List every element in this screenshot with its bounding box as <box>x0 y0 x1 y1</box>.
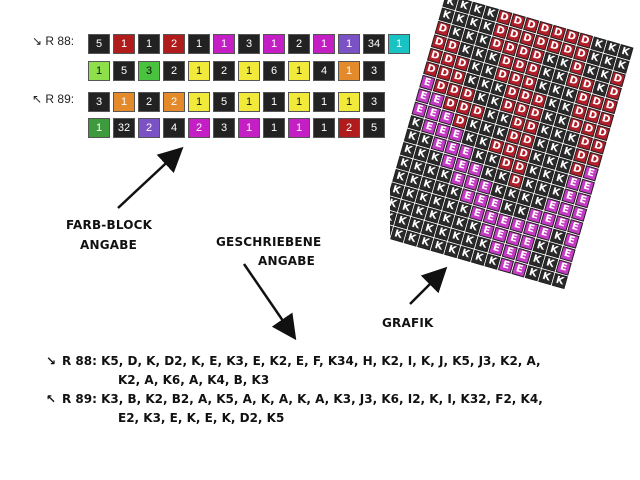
arrow-down-right-icon: ↘ <box>46 354 57 368</box>
callout-geschriebene: GESCHRIEBENE <box>216 235 322 249</box>
r89-top-block-10: 1 <box>313 92 335 112</box>
arrow-up-left-icon: ↖ <box>46 392 57 406</box>
r88-bottom-block-1: 1 <box>88 61 110 81</box>
r89-bottom-block-11: 2 <box>338 118 360 138</box>
r89-bottom-block-4: 4 <box>163 118 185 138</box>
arrow-to-blocks <box>117 146 184 209</box>
r88-bottom-block-10: 4 <box>313 61 335 81</box>
arrow-up-left-icon: ↖ <box>32 92 43 106</box>
r88-top-block-6: 1 <box>213 34 235 54</box>
r88-bottom-block-6: 2 <box>213 61 235 81</box>
r89-bottom-block-8: 1 <box>263 118 285 138</box>
arrow-down-right-icon: ↘ <box>32 34 43 48</box>
r89-top-block-7: 1 <box>238 92 260 112</box>
written-r88-line1: ↘ R 88: K5, D, K, D2, K, E, K3, E, K2, E… <box>46 352 543 371</box>
r89-top-block-4: 2 <box>163 92 185 112</box>
arrow-to-written <box>242 263 297 341</box>
r89-bottom-block-5: 2 <box>188 118 210 138</box>
r88-bottom-block-11: 1 <box>338 61 360 81</box>
r89-top-block-11: 1 <box>338 92 360 112</box>
r88-top-block-11: 1 <box>338 34 360 54</box>
r89-bottom-block-2: 32 <box>113 118 135 138</box>
r88-top-block-10: 1 <box>313 34 335 54</box>
r88-top-block-2: 1 <box>113 34 135 54</box>
r89-bottom-block-9: 1 <box>288 118 310 138</box>
arrow-to-grafik <box>409 266 448 305</box>
r88-top-block-3: 1 <box>138 34 160 54</box>
r88-top-block-5: 1 <box>188 34 210 54</box>
callout-geschriebene-line2: ANGABE <box>258 254 316 268</box>
r89-top-block-6: 5 <box>213 92 235 112</box>
r88-bottom-block-12: 3 <box>363 61 385 81</box>
callout-grafik: GRAFIK <box>382 316 434 330</box>
r89-top-block-8: 1 <box>263 92 285 112</box>
r88-top-block-8: 1 <box>263 34 285 54</box>
r89-bottom-block-6: 3 <box>213 118 235 138</box>
r89-top-block-5: 1 <box>188 92 210 112</box>
r88-top-block-9: 2 <box>288 34 310 54</box>
row-88-label: ↘ R 88: <box>32 34 75 48</box>
r88-bottom-block-9: 1 <box>288 61 310 81</box>
r88-bottom-block-3: 3 <box>138 61 160 81</box>
r88-top-block-4: 2 <box>163 34 185 54</box>
written-r89-line1: ↖ R 89: K3, B, K2, B2, A, K5, A, K, A, K… <box>46 390 543 409</box>
r89-bottom-block-7: 1 <box>238 118 260 138</box>
r89-top-block-3: 2 <box>138 92 160 112</box>
r88-bottom-block-4: 2 <box>163 61 185 81</box>
written-instructions: ↘ R 88: K5, D, K, D2, K, E, K3, E, K2, E… <box>46 352 543 428</box>
r89-top-block-1: 3 <box>88 92 110 112</box>
r88-top-block-1: 5 <box>88 34 110 54</box>
r89-bottom-block-1: 1 <box>88 118 110 138</box>
r89-bottom-block-10: 1 <box>313 118 335 138</box>
r89-top-block-9: 1 <box>288 92 310 112</box>
r88-bottom-block-7: 1 <box>238 61 260 81</box>
callout-farb-block-line2: ANGABE <box>80 238 138 252</box>
callout-farb-block: FARB-BLOCK <box>66 218 153 232</box>
written-r89-line2: E2, K3, E, K, E, K, D2, K5 <box>118 411 285 425</box>
written-r88-line2: K2, A, K6, A, K4, B, K3 <box>118 373 270 387</box>
r89-top-block-12: 3 <box>363 92 385 112</box>
r88-top-block-7: 3 <box>238 34 260 54</box>
row-89-label: ↖ R 89: <box>32 92 75 106</box>
r89-top-block-2: 1 <box>113 92 135 112</box>
r88-top-block-12: 34 <box>363 34 385 54</box>
r88-bottom-block-8: 6 <box>263 61 285 81</box>
r89-bottom-block-3: 2 <box>138 118 160 138</box>
r88-top-block-13: 1 <box>388 34 410 54</box>
r88-bottom-block-2: 5 <box>113 61 135 81</box>
r89-bottom-block-12: 5 <box>363 118 385 138</box>
r88-bottom-block-5: 1 <box>188 61 210 81</box>
